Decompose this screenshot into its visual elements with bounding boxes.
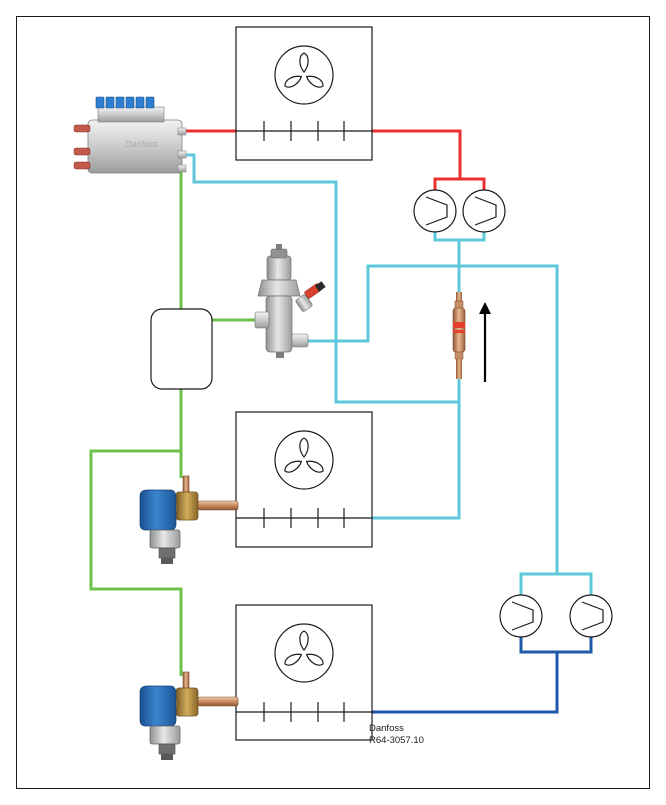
solenoid-valve [140,672,238,760]
fan-icon [275,46,333,104]
evaporator-bottom [236,605,372,740]
liquid-receiver [151,309,212,389]
fan-icon [275,431,333,489]
compressor-icon [414,190,456,232]
compressor-icon [463,190,505,232]
low-temp-suction-line [372,633,591,712]
solenoid-valve [140,476,238,564]
fan-icon [275,624,333,682]
compressor-icon [570,595,612,637]
svg-text:Danfoss: Danfoss [125,139,159,149]
suction-line [172,155,591,598]
evaporator-top [236,27,372,160]
sight-glass-filter [453,292,465,379]
reference-brand: Danfoss [369,723,404,734]
compressor-icon [500,595,542,637]
reference-code: R64-3057.10 [369,735,424,746]
evaporator-middle [236,412,372,547]
manifold-distributor: Danfoss [74,97,186,173]
flow-direction-arrow [479,302,491,382]
